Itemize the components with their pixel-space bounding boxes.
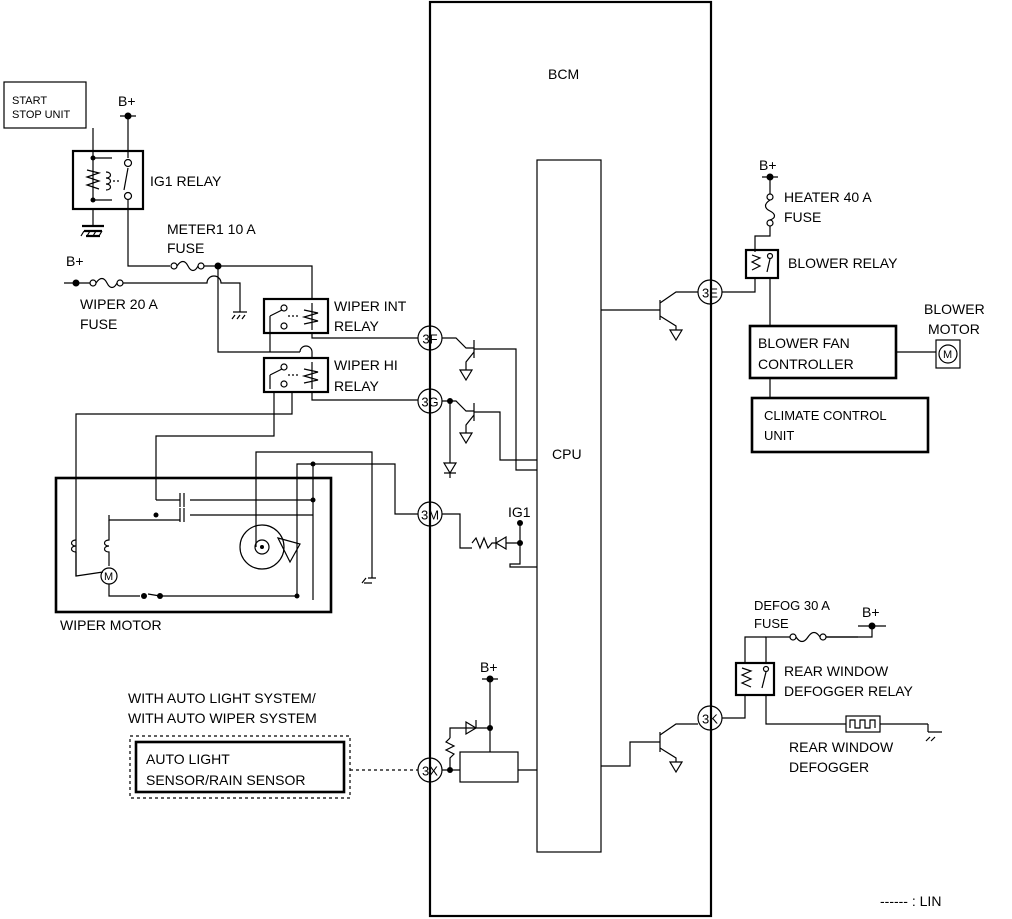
meter1-fuse-label-2: FUSE: [167, 240, 204, 256]
b-plus-lin: B+: [480, 659, 498, 675]
wiper-int-relay-label-2: RELAY: [334, 318, 380, 334]
b-plus-defog: B+: [862, 604, 880, 620]
blower-fan-controller-label-1: BLOWER FAN: [758, 335, 850, 351]
rear-window-defogger-label-1: REAR WINDOW: [789, 739, 894, 755]
b-plus-heater: B+: [759, 157, 777, 173]
blower-motor-m-glyph: M: [943, 349, 952, 361]
cpu-box: [536, 159, 602, 853]
defog-fuse-label-2: FUSE: [754, 616, 789, 631]
b-plus-wiper: B+: [66, 253, 84, 269]
wiper-fuse-label-2: FUSE: [80, 316, 117, 332]
start-stop-unit-label-1: START: [12, 95, 47, 107]
defog-fuse-label-1: DEFOG 30 A: [754, 598, 830, 613]
auto-light-sensor-label-1: AUTO LIGHT: [146, 751, 230, 767]
blower-relay: [744, 248, 780, 280]
auto-light-sensor-label-2: SENSOR/RAIN SENSOR: [146, 772, 305, 788]
cpu-label: CPU: [552, 446, 582, 462]
rear-window-defogger-relay: [734, 661, 776, 697]
auto-light-system-label-1: WITH AUTO LIGHT SYSTEM/: [128, 690, 316, 706]
wiper-motor-m-glyph: M: [104, 571, 113, 583]
rear-window-defogger: [845, 715, 881, 733]
blower-relay-label: BLOWER RELAY: [788, 255, 898, 271]
wiper-int-relay: [262, 297, 330, 335]
wiper-int-relay-label-1: WIPER INT: [334, 298, 407, 314]
auto-light-system-label-2: WITH AUTO WIPER SYSTEM: [128, 710, 317, 726]
heater-fuse-label-2: FUSE: [784, 209, 821, 225]
svg-text:3G: 3G: [421, 395, 438, 410]
climate-control-unit-label-1: CLIMATE CONTROL: [764, 408, 887, 423]
auto-light-sensor: AUTO LIGHT SENSOR/RAIN SENSOR: [129, 735, 351, 799]
ig1-relay-label: IG1 RELAY: [150, 173, 222, 189]
legend-lin: ------ : LIN: [880, 893, 941, 909]
heater-fuse-label-1: HEATER 40 A: [784, 189, 872, 205]
wiper-hi-relay: [262, 356, 330, 394]
b-plus-ig1: B+: [118, 93, 136, 109]
wiper-hi-relay-label-1: WIPER HI: [334, 357, 398, 373]
svg-text:3M: 3M: [421, 508, 439, 523]
blower-motor-label-1: BLOWER: [924, 301, 985, 317]
wiper-fuse-label-1: WIPER 20 A: [80, 296, 158, 312]
start-stop-unit: START STOP UNIT: [3, 81, 87, 129]
rear-window-defogger-relay-label-1: REAR WINDOW: [784, 663, 889, 679]
wiper-motor-label: WIPER MOTOR: [60, 617, 162, 633]
climate-control-unit-label-2: UNIT: [764, 428, 794, 443]
climate-control-unit: CLIMATE CONTROL UNIT: [750, 396, 930, 454]
rear-window-defogger-relay-label-2: DEFOGGER RELAY: [784, 683, 914, 699]
svg-text:3K: 3K: [702, 712, 718, 727]
svg-text:3E: 3E: [702, 286, 718, 301]
ig1-label: IG1: [508, 504, 531, 520]
wiper-hi-relay-label-2: RELAY: [334, 378, 380, 394]
wiper-motor: M: [54, 451, 373, 614]
blower-motor-label-2: MOTOR: [928, 321, 980, 337]
blower-motor: M: [935, 339, 961, 369]
blower-fan-controller-label-2: CONTROLLER: [758, 356, 854, 372]
start-stop-unit-label-2: STOP UNIT: [12, 109, 71, 121]
svg-text:3X: 3X: [422, 764, 438, 779]
meter1-fuse-label-1: METER1 10 A: [167, 221, 256, 237]
svg-text:3F: 3F: [422, 332, 437, 347]
blower-fan-controller: BLOWER FAN CONTROLLER: [748, 324, 898, 380]
rear-window-defogger-label-2: DEFOGGER: [789, 759, 869, 775]
bcm-box: [428, 0, 713, 918]
bcm-label: BCM: [548, 66, 579, 82]
ig1-relay: [71, 149, 145, 211]
